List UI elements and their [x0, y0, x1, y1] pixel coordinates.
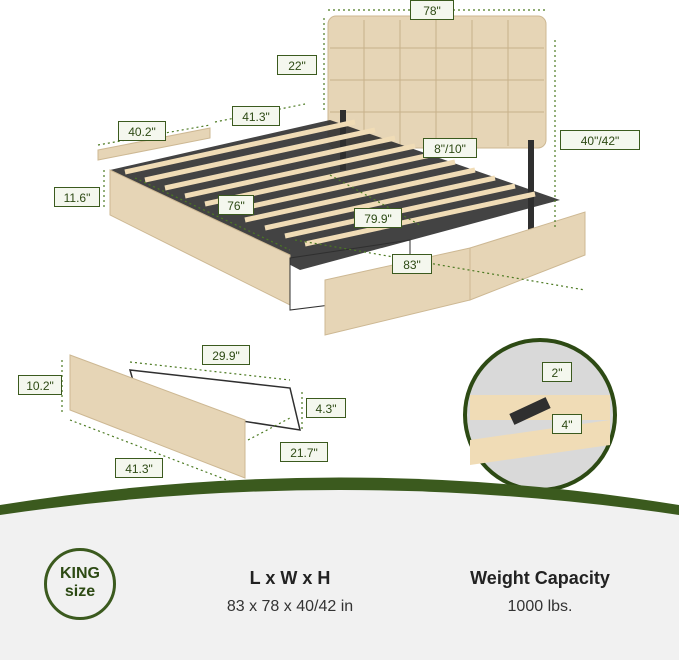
dim-left-drawer: 40.2": [118, 121, 166, 141]
bottom-band: [0, 477, 679, 660]
dim-slat-thickness: 2": [542, 362, 572, 382]
dim-drawer-depth: 29.9": [202, 345, 250, 365]
king-size-badge: KING size: [44, 548, 116, 620]
badge-king: KING: [60, 565, 100, 582]
dim-drawer-front-width: 41.3": [115, 458, 163, 478]
headboard: [327, 15, 547, 149]
dim-basket-height: 4.3": [306, 398, 346, 418]
dim-inner-width: 79.9": [354, 208, 402, 228]
dim-drawer-front-height: 10.2": [18, 375, 62, 395]
drawer-front-right: [469, 211, 586, 301]
dim-adjust-height: 8"/10": [423, 138, 477, 158]
dim-total-height: 40"/42": [560, 130, 640, 150]
drawer-detail-front: [69, 354, 246, 479]
dim-inner-length: 76": [218, 195, 254, 215]
dim-overall-length: 83": [392, 254, 432, 274]
side-rail-back: [97, 127, 211, 161]
size-title: L x W x H: [249, 568, 331, 588]
dim-basket-depth: 21.7": [280, 442, 328, 462]
dim-headboard-height: 22": [277, 55, 317, 75]
dim-right-drawer: 41.3": [232, 106, 280, 126]
weight-title: Weight Capacity: [470, 568, 610, 588]
badge-size: size: [64, 583, 96, 600]
dim-side-height: 11.6": [54, 187, 100, 207]
dim-slat-width: 4": [552, 414, 582, 434]
headboard-tufting: [330, 20, 544, 146]
slat-support: [509, 397, 551, 425]
size-value: 83 x 78 x 40/42 in: [226, 598, 354, 615]
dim-headboard-width: 78": [410, 0, 454, 20]
weight-value: 1000 lbs.: [507, 598, 573, 615]
